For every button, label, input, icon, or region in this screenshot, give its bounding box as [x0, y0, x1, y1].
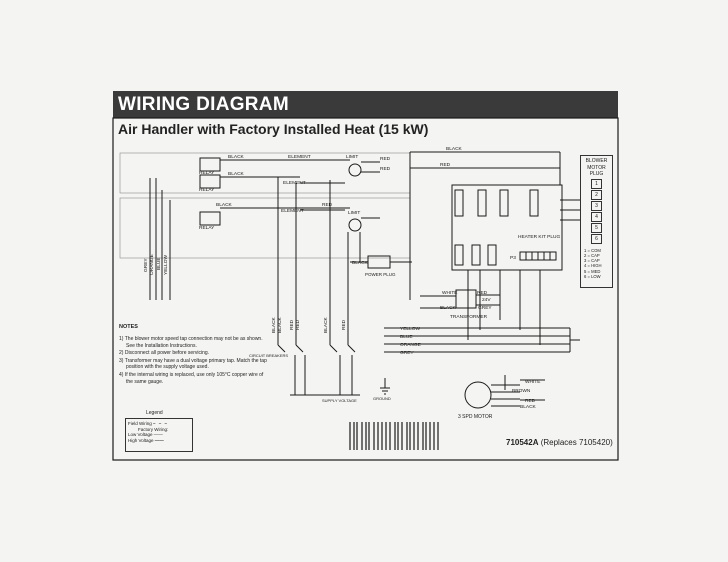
- wire-label-black-1: BLACK: [228, 154, 245, 160]
- transformer-volts: 24V: [482, 297, 491, 303]
- blower-key-3: 3 = CAP: [584, 258, 600, 264]
- wire-label-red-motor: RED: [525, 398, 536, 404]
- limit-2: [348, 218, 362, 232]
- relay-label-3: RELAY: [199, 225, 215, 231]
- blower-key: 1 = COM 2 = CAP 3 = CAP 4 = HIGH 5 = MED…: [581, 248, 612, 280]
- wire-label-element-1: ELEMENT: [288, 154, 311, 160]
- blower-pin-4: 4: [591, 211, 602, 222]
- blower-pin-5: 5: [591, 222, 602, 233]
- heater-kit-plug-label: HEATER KIT PLUG: [518, 234, 560, 240]
- limit-1: [348, 163, 362, 177]
- note-4: 4) If the internal wiring is replaced, u…: [119, 372, 264, 385]
- circuit-breakers-label: CIRCUIT BREAKERS: [249, 353, 288, 358]
- relay-2: [199, 174, 221, 189]
- blower-key-1: 1 = COM: [584, 247, 601, 253]
- supply-voltage-label: SUPPLY VOLTAGE: [322, 398, 357, 403]
- wire-label-black-3: BLACK: [216, 202, 233, 208]
- notes-heading: NOTES: [119, 324, 138, 330]
- wire-label-blue-v: BLUE: [156, 257, 162, 270]
- blower-pin-3: 3: [591, 200, 602, 211]
- legend-low-voltage: Low Voltage ——: [128, 432, 163, 437]
- wire-label-red-top: RED: [440, 162, 451, 168]
- limit-label-2: LIMIT: [348, 210, 360, 216]
- blower-motor-plug: BLOWER MOTOR PLUG 1 2 3 4 5 6 1 = COM 2 …: [580, 155, 613, 288]
- wire-label-red-2: RED: [380, 166, 391, 172]
- blower-pin-6: 6: [591, 233, 602, 244]
- wire-label-red-b1: RED: [289, 319, 295, 330]
- wire-label-red-3: RED: [322, 202, 333, 208]
- ground-label: GROUND: [373, 396, 391, 401]
- relay-label-1: RELAY: [199, 170, 215, 176]
- relay-label-2: RELAY: [199, 187, 215, 193]
- blower-pin-2: 2: [591, 189, 602, 200]
- title-banner: [113, 91, 618, 118]
- document-id: 710542A (Replaces 7105420): [506, 438, 613, 447]
- wire-label-black-b2: BLACK: [277, 316, 283, 333]
- wire-label-white-motor: WHITE: [525, 379, 540, 385]
- wire-label-red-tx: RED: [477, 290, 488, 296]
- document-replaces: (Replaces 7105420): [540, 438, 613, 447]
- wire-label-orange-v: ORANGE: [149, 254, 155, 275]
- legend-factory-wiring: Factory Wiring:: [138, 426, 169, 432]
- legend-title: Legend: [146, 410, 163, 416]
- wire-label-black-2: BLACK: [228, 171, 245, 177]
- control-board: [451, 184, 563, 271]
- wire-label-yellow: YELLOW: [400, 326, 420, 332]
- legend-high-voltage: High Voltage ——: [128, 437, 164, 443]
- relay-3: [199, 211, 221, 226]
- limit-label-1: LIMIT: [346, 154, 358, 160]
- wire-label-grey-tx: GREY: [478, 305, 492, 311]
- legend-field-wiring: Field Wiring – – –: [128, 421, 169, 426]
- wire-label-black-top: BLACK: [446, 146, 463, 152]
- transformer: [455, 289, 477, 309]
- note-1: 1) The blower motor speed tap connection…: [119, 336, 263, 349]
- wire-label-element-2: ELEMENT: [283, 180, 306, 186]
- blower-key-2: 2 = CAP: [584, 252, 600, 258]
- wire-label-red-b3: RED: [341, 319, 347, 330]
- wire-label-black-b3: BLACK: [323, 316, 329, 333]
- wire-label-black-plug: BLACK: [352, 260, 369, 266]
- note-3: 3) Transformer may have a dual voltage p…: [119, 358, 267, 371]
- blower-pin-1: 1: [591, 178, 602, 189]
- wire-label-grey-v: GREY: [143, 258, 149, 272]
- motor-label: 3 SPD MOTOR: [458, 414, 493, 420]
- wire-label-grey: GREY: [400, 350, 414, 356]
- p3-label: P3: [510, 255, 516, 261]
- barcode: [349, 422, 439, 450]
- notes: NOTES 1) The blower motor speed tap conn…: [119, 324, 269, 386]
- wire-label-red-1: RED: [380, 156, 391, 162]
- wire-label-black-motor: BLACK: [520, 404, 537, 410]
- wire-label-black-b1: BLACK: [271, 316, 277, 333]
- note-2: 2) Disconnect all power before servicing…: [119, 350, 210, 357]
- wire-label-white-tx: WHITE: [442, 290, 457, 296]
- legend: Field Wiring – – – Factory Wiring: Low V…: [125, 418, 193, 452]
- relay-1: [199, 157, 221, 172]
- blower-key-5: 5 = MED: [584, 268, 601, 274]
- drawing-frame: [112, 117, 619, 461]
- document-number: 710542A: [506, 438, 539, 447]
- motor: [464, 381, 492, 409]
- wire-label-element-3: ELEMENT: [281, 208, 304, 214]
- wire-label-blue: BLUE: [400, 334, 413, 340]
- wire-label-yellow-v: YELLOW: [163, 255, 169, 275]
- blower-plug-title: BLOWER MOTOR PLUG: [585, 158, 608, 177]
- power-plug-label: POWER PLUG: [365, 272, 396, 277]
- transformer-label: TRANSFORMER: [450, 314, 488, 320]
- wire-label-brown: BROWN: [512, 388, 531, 394]
- wire-label-orange: ORANGE: [400, 342, 421, 348]
- wire-label-red-b2: RED: [295, 319, 301, 330]
- blower-key-4: 4 = HIGH: [584, 263, 602, 269]
- diagram-subtitle: Air Handler with Factory Installed Heat …: [118, 121, 429, 137]
- blower-key-6: 6 = LOW: [584, 273, 601, 279]
- diagram-title: WIRING DIAGRAM: [118, 94, 289, 115]
- wire-label-black-tx: BLACK: [440, 305, 457, 311]
